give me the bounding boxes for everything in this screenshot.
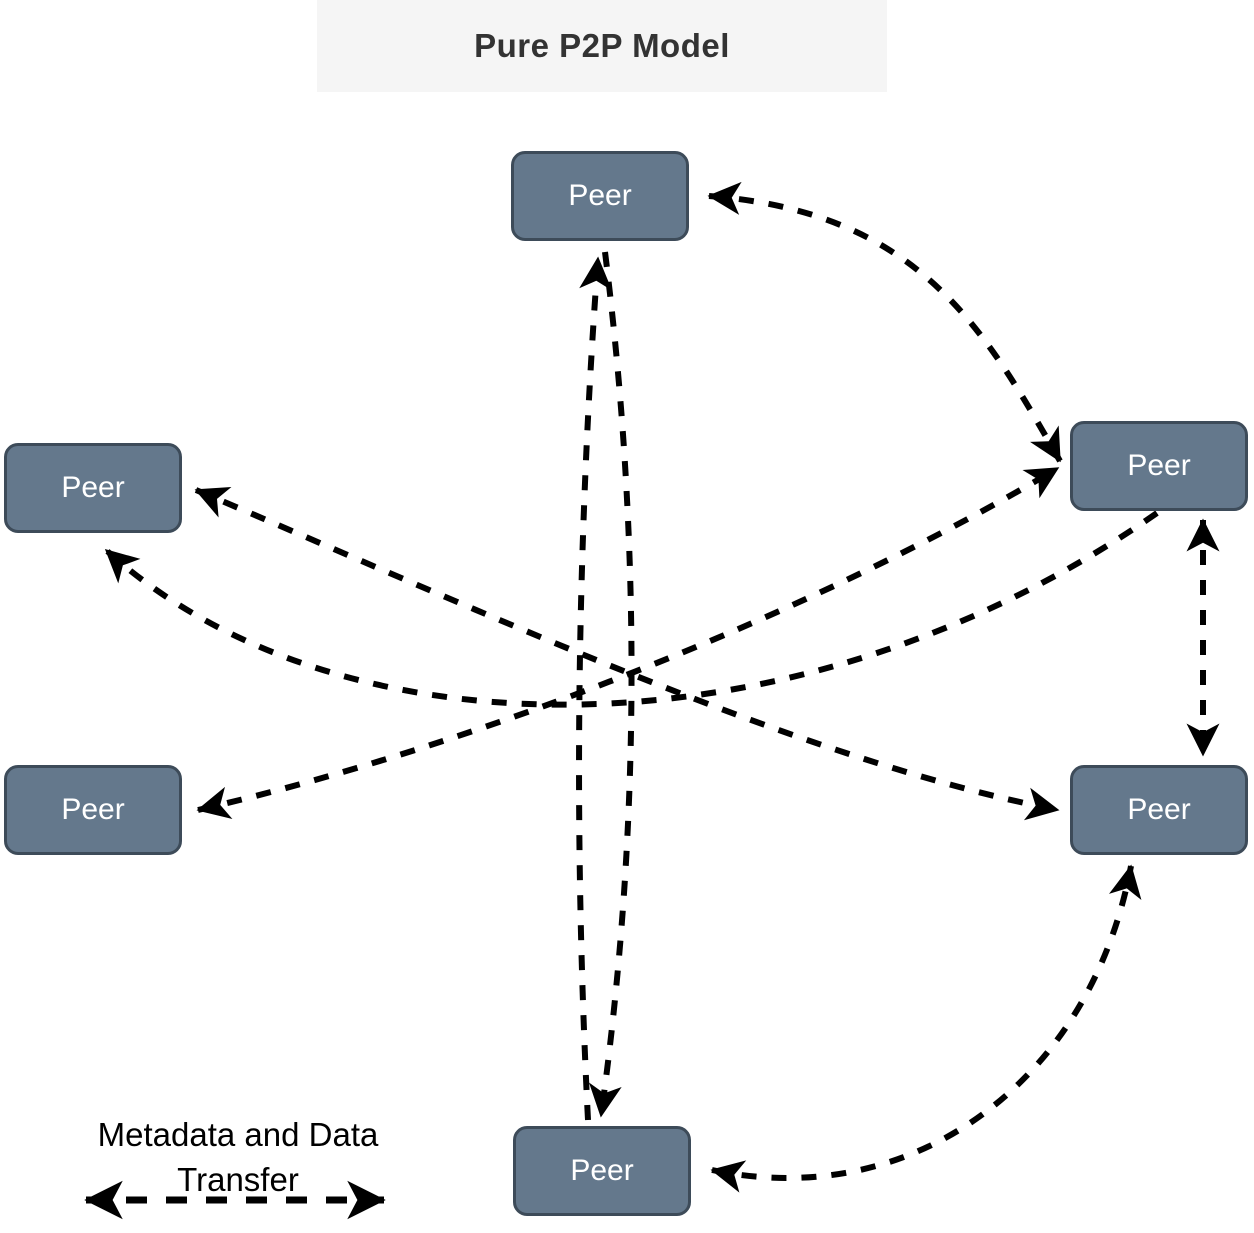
peer-label: Peer	[570, 1154, 634, 1187]
legend-line-2: Transfer	[177, 1161, 299, 1198]
edge-left-bottom-to-right-top	[196, 465, 1060, 819]
edge-top-to-right-top	[707, 181, 1063, 463]
edge-bottom-to-right-bottom	[710, 864, 1142, 1193]
peer-node-bottom: Peer	[513, 1126, 691, 1216]
peer-label: Peer	[1127, 793, 1191, 826]
peer-node-top: Peer	[511, 151, 689, 241]
edge-right-top-to-left-top	[103, 510, 1159, 708]
peer-label: Peer	[568, 179, 632, 212]
diagram-title: Pure P2P Model	[474, 27, 730, 64]
legend-line-1: Metadata and Data	[97, 1116, 379, 1153]
peer-node-left-bottom: Peer	[4, 765, 182, 855]
peer-label: Peer	[61, 471, 125, 504]
peer-node-right-top: Peer	[1070, 421, 1248, 511]
peer-node-right-bottom: Peer	[1070, 765, 1248, 855]
peer-label: Peer	[1127, 449, 1191, 482]
edge-top-to-bottom	[588, 251, 635, 1118]
peer-label: Peer	[61, 793, 125, 826]
diagram-title-bar: Pure P2P Model	[317, 0, 887, 92]
peer-node-left-top: Peer	[4, 443, 182, 533]
legend: Metadata and Data Transfer	[48, 1112, 428, 1202]
